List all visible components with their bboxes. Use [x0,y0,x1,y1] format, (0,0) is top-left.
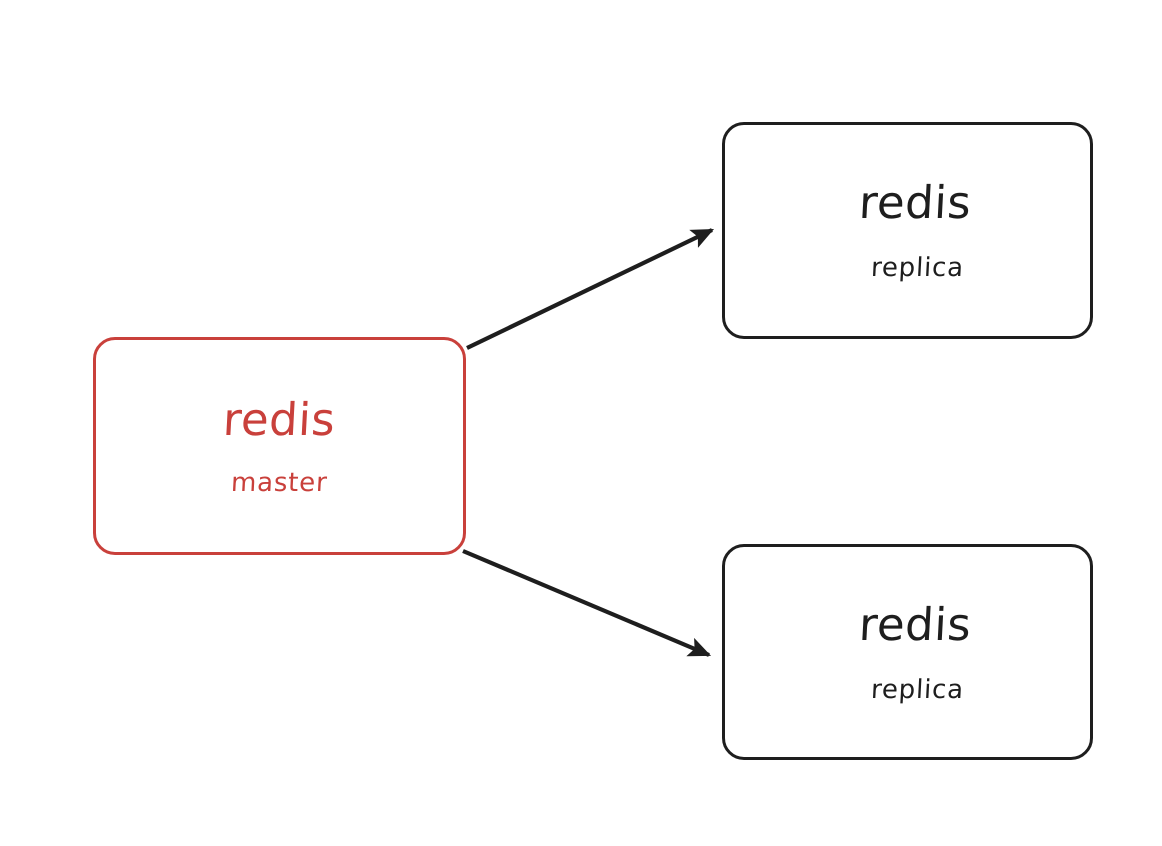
edge-master-to-replica-top [466,228,715,350]
node-subtitle: master [230,467,329,498]
node-title: redis [222,392,337,446]
node-subtitle: replica [870,253,965,283]
node-redis-replica-bottom[interactable]: redis replica [722,544,1093,760]
edge-master-to-replica-bottom [462,549,712,657]
node-redis-master[interactable]: redis master [93,337,466,555]
node-subtitle: replica [870,674,965,705]
node-title: redis [858,176,973,229]
node-redis-replica-top[interactable]: redis replica [722,122,1093,339]
node-title: redis [858,597,973,651]
